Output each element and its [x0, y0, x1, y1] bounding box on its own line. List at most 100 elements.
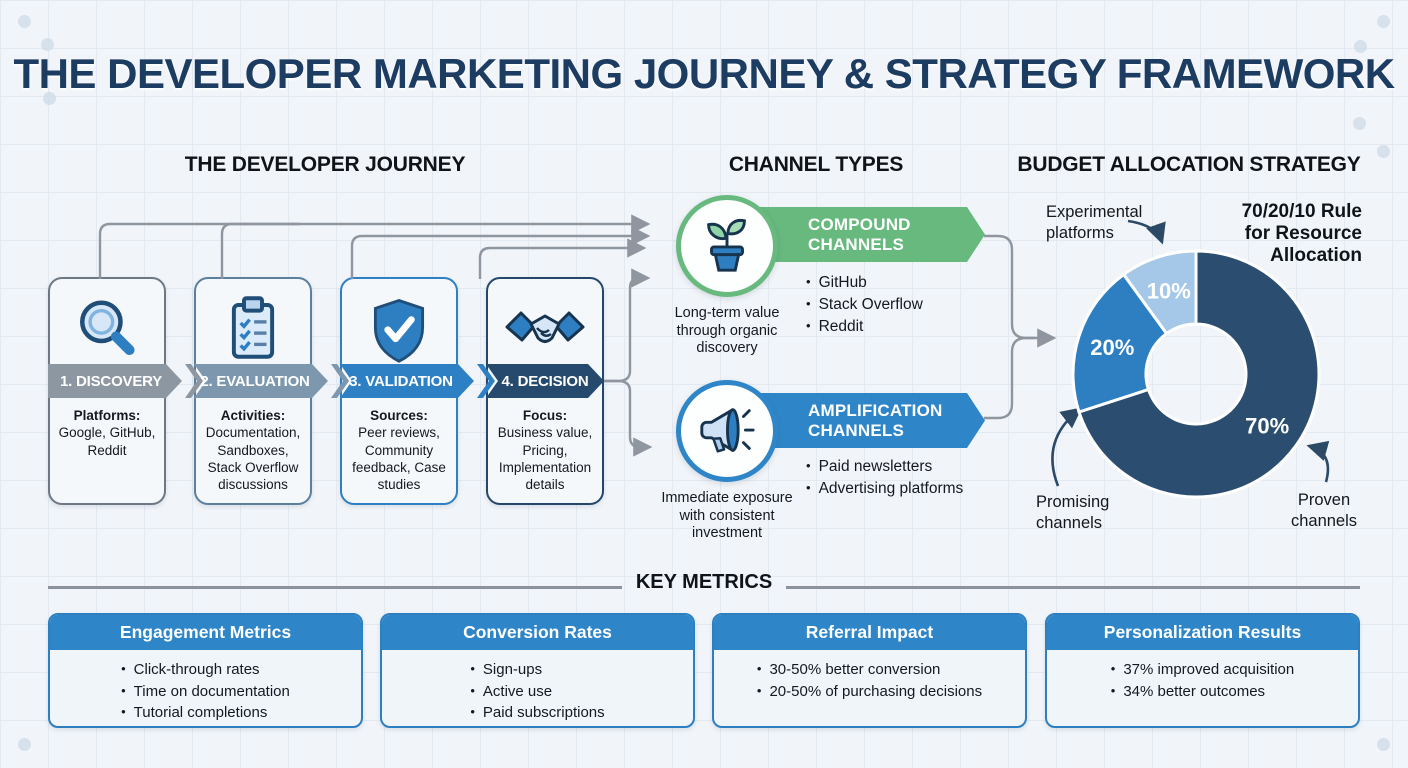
donut-percent-label: 10%	[1147, 278, 1191, 303]
detail-text: Google, GitHub, Reddit	[58, 425, 156, 458]
list-item: Sign-ups	[470, 659, 604, 681]
journey-step-detail: Focus: Business value, Pricing, Implemen…	[492, 407, 598, 493]
journey-to-channel-connectors	[98, 214, 653, 457]
banner-title-line: AMPLIFICATION	[808, 400, 943, 420]
compound-channels-list: GitHub Stack Overflow Reddit	[806, 271, 923, 337]
page-title: THE DEVELOPER MARKETING JOURNEY & STRATE…	[13, 50, 1395, 97]
compound-channel-circle	[676, 195, 778, 297]
banner-segment-evaluation	[194, 364, 328, 398]
amplification-channels-caption: Immediate exposure with consistent inves…	[661, 490, 793, 542]
decor-dot	[18, 738, 31, 751]
list-item: 37% improved acquisition	[1111, 659, 1294, 681]
key-metrics-heading: KEY METRICS	[635, 571, 773, 593]
metric-list: Click-through rates Time on documentatio…	[121, 659, 290, 724]
divider-line-right	[786, 586, 1360, 589]
list-item: Click-through rates	[121, 659, 290, 681]
detail-text: Peer reviews, Community feedback, Case s…	[352, 425, 446, 493]
metric-box-title: Personalization Results	[1047, 615, 1358, 650]
donut-percent-label: 20%	[1090, 335, 1134, 360]
channels-section-heading: CHANNEL TYPES	[728, 153, 904, 176]
banner-segment-discovery	[48, 364, 182, 398]
compound-channels-title: COMPOUND CHANNELS	[715, 215, 911, 255]
metric-box-title: Conversion Rates	[382, 615, 693, 650]
metric-list: 30-50% better conversion 20-50% of purch…	[757, 659, 982, 702]
list-item: Paid subscriptions	[470, 702, 605, 724]
decor-dot	[1353, 117, 1366, 130]
decor-dot	[43, 92, 56, 105]
detail-label: Platforms:	[73, 408, 141, 423]
donut-slice-experimental-platforms	[1121, 249, 1198, 336]
journey-step-detail: Sources: Peer reviews, Community feedbac…	[346, 407, 452, 493]
metric-list: Sign-ups Active use Paid subscriptions	[470, 659, 605, 724]
list-item: Paid newsletters	[806, 455, 963, 477]
list-item: Tutorial completions	[121, 702, 290, 724]
plant-icon	[696, 215, 758, 277]
decor-dot	[1377, 145, 1390, 158]
decor-dot	[1354, 40, 1367, 53]
list-item: Reddit	[806, 315, 923, 337]
list-item: Time on documentation	[121, 681, 290, 703]
donut-percent-label: 70%	[1245, 414, 1289, 439]
amplification-channels-title: AMPLIFICATION CHANNELS	[715, 401, 943, 441]
magnifier-icon	[71, 291, 143, 373]
list-item: Active use	[470, 681, 604, 703]
decor-dot	[1377, 15, 1390, 28]
list-item: GitHub	[806, 271, 923, 293]
metric-box-title: Referral Impact	[714, 615, 1025, 650]
journey-step-detail: Activities: Documentation, Sandboxes, St…	[200, 407, 306, 493]
metric-box-conversion: Conversion Rates Sign-ups Active use Pai…	[380, 613, 695, 728]
banner-label-decision: 4. DECISION	[501, 372, 589, 390]
list-item: Stack Overflow	[806, 293, 923, 315]
banner-segment-validation	[340, 364, 474, 398]
metric-box-personalization: Personalization Results 37% improved acq…	[1045, 613, 1360, 728]
compound-channels-caption: Long-term value through organic discover…	[674, 305, 780, 357]
channel-to-budget-connectors	[984, 234, 1057, 420]
clipboard-icon	[217, 291, 289, 373]
detail-label: Activities:	[220, 408, 286, 423]
divider-line-left	[48, 586, 622, 589]
budget-annotation-arrows	[1051, 219, 1330, 487]
detail-text: Business value, Pricing, Implementation …	[497, 425, 593, 493]
banner-chevron-separator	[331, 364, 349, 398]
metric-box-referral: Referral Impact 30-50% better conversion…	[712, 613, 1027, 728]
banner-title-line: CHANNELS	[808, 420, 905, 440]
budget-section-heading: BUDGET ALLOCATION STRATEGY	[1017, 153, 1361, 176]
list-item: Advertising platforms	[806, 477, 964, 499]
donut-slice-proven-channels	[1077, 249, 1321, 499]
amplification-channels-list: Paid newsletters Advertising platforms	[806, 455, 964, 499]
banner-title-line: COMPOUND	[808, 214, 911, 234]
handshake-icon	[501, 291, 589, 371]
detail-label: Sources:	[370, 408, 428, 423]
detail-label: Focus:	[522, 408, 568, 423]
list-item: 30-50% better conversion	[757, 659, 982, 681]
list-item: 34% better outcomes	[1111, 681, 1295, 703]
banner-chevron-separator	[477, 364, 495, 398]
rule-line: 70/20/10 Rule	[1241, 201, 1362, 222]
decor-dot	[41, 38, 54, 51]
banner-label-validation: 3. VALIDATION	[349, 372, 453, 390]
decor-dot	[1377, 738, 1390, 751]
metric-box-engagement: Engagement Metrics Click-through rates T…	[48, 613, 363, 728]
rule-70-20-10-text: 70/20/10 Rule for Resource Allocation	[1242, 201, 1362, 267]
metric-box-title: Engagement Metrics	[50, 615, 361, 650]
megaphone-icon	[696, 400, 758, 462]
journey-banner-ribbon	[48, 364, 604, 398]
promising-channels-label: Promising channels	[1036, 493, 1110, 532]
decor-dot	[18, 15, 31, 28]
banner-title-line: CHANNELS	[808, 234, 905, 254]
banner-segment-decision	[486, 364, 604, 398]
detail-text: Documentation, Sandboxes, Stack Overflow…	[205, 425, 301, 493]
donut-slice-promising-channels	[1071, 272, 1169, 414]
budget-donut-chart: 70% 20% 10%	[1071, 249, 1321, 499]
banner-label-evaluation: 2. EVALUATION	[200, 372, 310, 390]
journey-step-detail: Platforms: Google, GitHub, Reddit	[54, 407, 160, 459]
list-item: 20-50% of purchasing decisions	[757, 681, 982, 703]
rule-line: Allocation	[1270, 245, 1362, 266]
rule-line: for Resource	[1244, 223, 1362, 244]
proven-channels-label: Proven channels	[1290, 491, 1358, 530]
journey-section-heading: THE DEVELOPER JOURNEY	[184, 153, 466, 176]
banner-chevron-separator	[185, 364, 203, 398]
shield-check-icon	[363, 291, 435, 373]
